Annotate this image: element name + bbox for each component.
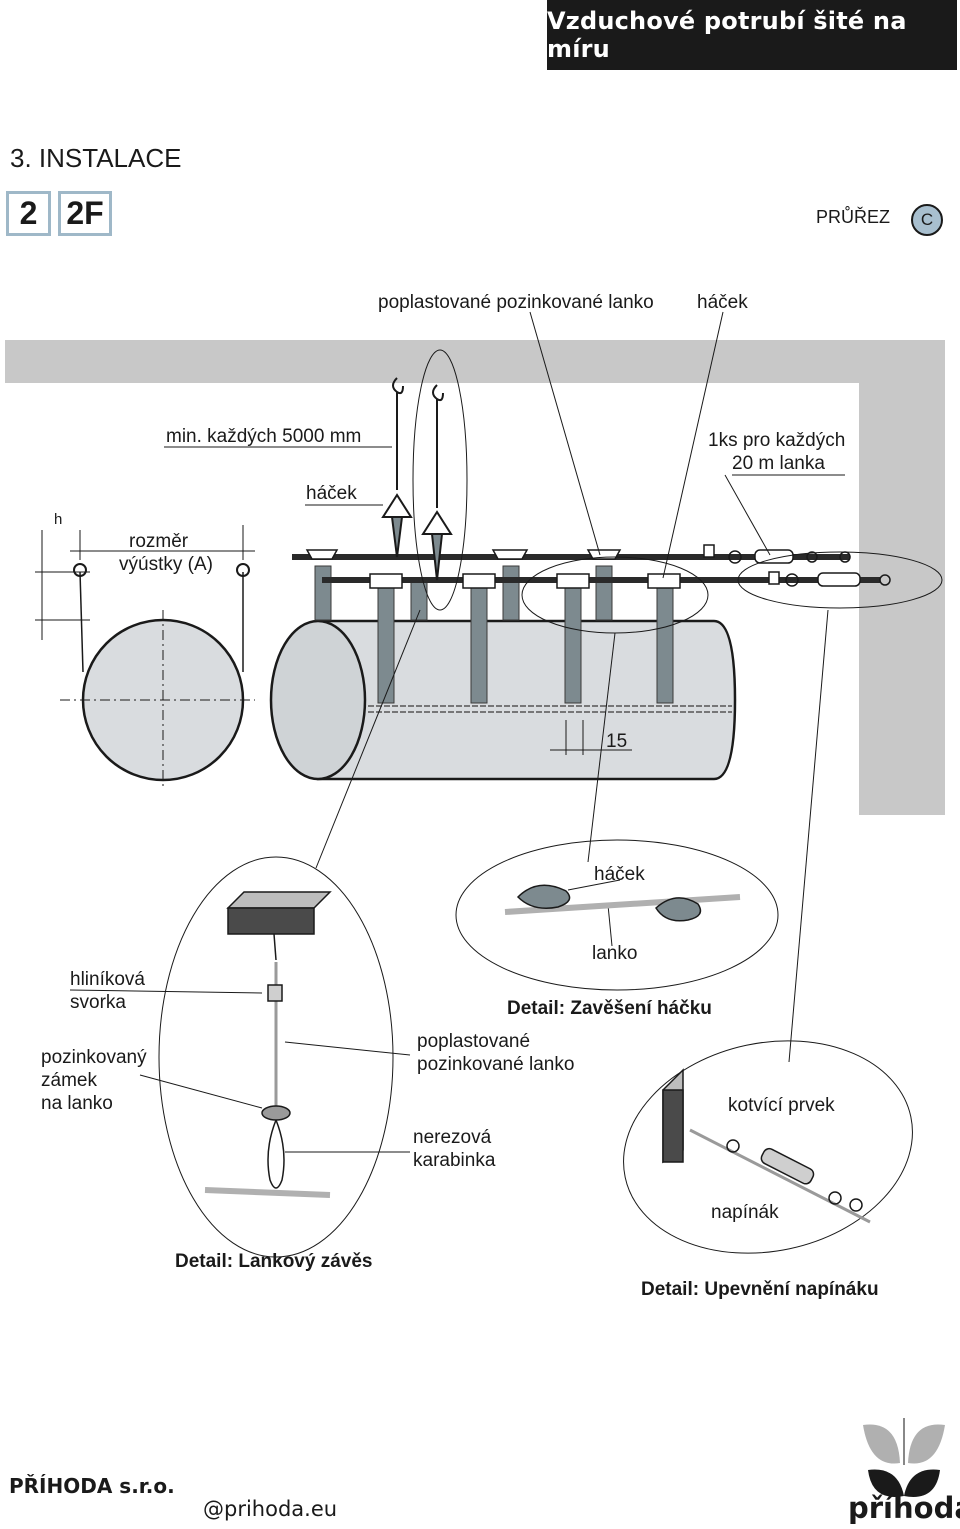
label-alu-line1: hliníková <box>70 969 145 990</box>
label-outlet-line2: výústky (A) <box>119 554 213 575</box>
label-cable-top: poplastované pozinkované lanko <box>378 292 654 313</box>
label-cable-detail: lanko <box>592 943 637 964</box>
hook-detail-art <box>504 884 741 922</box>
hook-clips <box>305 549 681 589</box>
detail-hook-title: Detail: Zavěšení háčku <box>507 998 712 1019</box>
footer-web: @prihoda.eu <box>203 1497 338 1521</box>
label-coated-line2: pozinkované lanko <box>417 1054 574 1075</box>
label-alu-line2: svorka <box>70 992 126 1013</box>
label-lock-line3: na lanko <box>41 1093 113 1114</box>
code-box-2: 2F <box>58 191 112 236</box>
view-label: PRŮŘEZ <box>816 207 891 227</box>
duct-body <box>269 619 737 781</box>
label-outlet-line1: rozměr <box>129 531 189 552</box>
header-title: Vzduchové potrubí šité na míru <box>547 7 907 63</box>
leader-lines <box>69 311 943 1258</box>
footer-brand: příhoda <box>848 1491 960 1525</box>
duct-cross-section <box>35 525 255 790</box>
label-dim15: 15 <box>606 731 627 752</box>
ceiling-hangers <box>381 377 453 581</box>
label-min-spacing: min. každých 5000 mm <box>166 426 361 447</box>
label-per20-line2: 20 m lanka <box>732 453 825 474</box>
label-carab-line2: karabinka <box>413 1150 496 1171</box>
detail-cable-title: Detail: Lankový závěs <box>175 1251 372 1272</box>
detail-tensioner-title: Detail: Upevnění napínáku <box>641 1279 879 1300</box>
label-carab-line1: nerezová <box>413 1127 492 1148</box>
label-coated-line1: poplastované <box>417 1031 530 1052</box>
label-hook-mid: háček <box>306 483 357 504</box>
label-anchor: kotvící prvek <box>728 1095 835 1116</box>
label-h: h <box>54 511 62 528</box>
label-hook-top: háček <box>697 292 748 313</box>
label-lock-line2: zámek <box>41 1070 97 1091</box>
prihoda-logo-icon <box>863 1418 945 1497</box>
cable-hanger-art <box>204 891 332 1198</box>
code-box-1: 2 <box>6 191 51 236</box>
label-lock-line1: pozinkovaný <box>41 1047 147 1068</box>
section-title: 3. INSTALACE <box>10 143 182 173</box>
view-badge: C <box>911 204 943 236</box>
label-tensioner: napínák <box>711 1202 779 1223</box>
label-hook-detail: háček <box>594 864 645 885</box>
label-per20-line1: 1ks pro každých <box>708 430 845 451</box>
header-bar: Vzduchové potrubí šité na míru <box>547 0 957 70</box>
tensioners <box>703 544 891 587</box>
tensioner-detail-art <box>662 1068 871 1224</box>
footer-company: PŘÍHODA s.r.o. <box>9 1474 175 1498</box>
